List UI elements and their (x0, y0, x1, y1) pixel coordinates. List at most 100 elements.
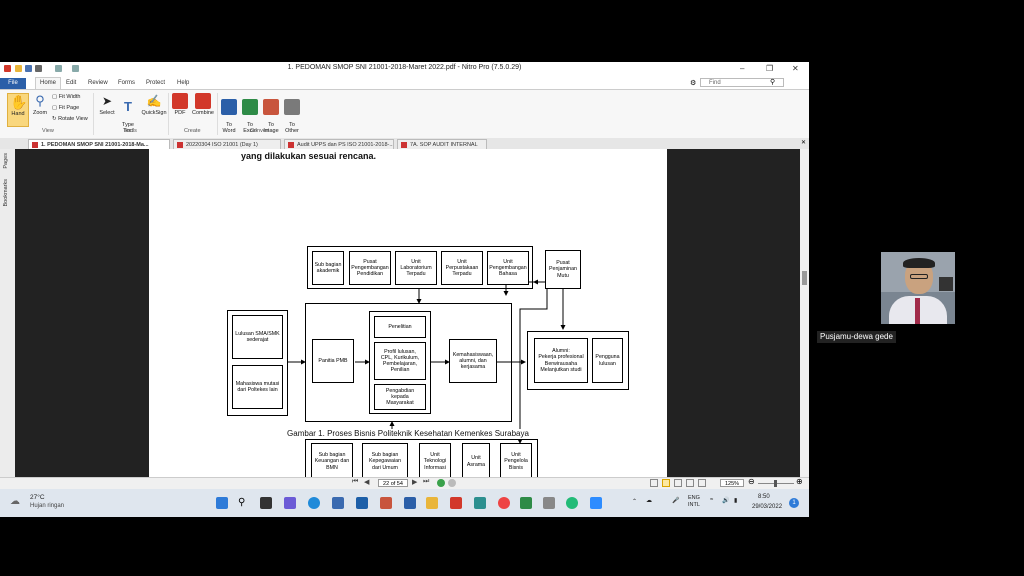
group-view-label: View (42, 128, 54, 134)
input-lulusan-sma: Lulusan SMA/SMK sederajat (232, 315, 283, 359)
zoom-button[interactable]: ⚲ Zoom (30, 93, 50, 116)
pengguna-lulusan: Pengguna lulusan (592, 338, 623, 383)
hand-label: Hand (11, 111, 25, 117)
excel-taskbar-icon[interactable] (520, 497, 532, 509)
find-options-icon[interactable]: ⚙ (690, 80, 697, 87)
app-icon[interactable] (566, 497, 578, 509)
select-button[interactable]: ➤ Select (97, 93, 117, 116)
quicksign-label: QuickSign (141, 110, 167, 116)
last-page-icon[interactable]: ⏭ (423, 478, 430, 485)
tab-iso-day1[interactable]: 20220304 ISO 21001 (Day 1) (173, 139, 281, 149)
search-icon[interactable]: ⚲ (770, 79, 776, 86)
edge-icon[interactable] (308, 497, 320, 509)
next-page-icon[interactable]: ▶ (412, 479, 418, 486)
language-indicator[interactable]: ENG INTL (688, 495, 700, 508)
fit-page-button[interactable]: ▢ Fit Page (52, 105, 80, 111)
open-icon[interactable] (15, 65, 22, 72)
chrome-icon[interactable] (498, 497, 510, 509)
combine-button[interactable]: Combine (191, 93, 215, 116)
cloud-icon[interactable]: ☁ (646, 498, 652, 504)
facing-view-icon[interactable] (674, 479, 682, 487)
quicksign-button[interactable]: ✍ QuickSign (140, 93, 168, 116)
menu-protect[interactable]: Protect (146, 80, 166, 86)
undo-icon[interactable] (55, 65, 62, 72)
clock-time[interactable]: 8:50 (758, 494, 770, 500)
hand-tool-button[interactable]: ✋ Hand (7, 93, 29, 127)
full-screen-icon[interactable] (698, 479, 706, 487)
battery-icon[interactable]: ▮ (734, 498, 738, 504)
app-icon[interactable] (543, 497, 555, 509)
save-icon[interactable] (25, 65, 32, 72)
app-icon[interactable] (450, 497, 462, 509)
continuous-view-icon[interactable] (662, 479, 670, 487)
group-tools-label: Tools (124, 128, 137, 134)
zoom-slider-handle[interactable] (774, 480, 777, 487)
minimize-icon[interactable]: – (740, 64, 745, 73)
play-icon[interactable] (437, 479, 445, 487)
stop-icon[interactable] (448, 479, 456, 487)
bookmarks-panel-tab[interactable]: Bookmarks (3, 179, 9, 207)
to-image-button[interactable]: To Image (261, 93, 281, 134)
menu-home[interactable]: Home (35, 77, 62, 89)
notification-badge[interactable]: 1 (789, 498, 799, 508)
facing-continuous-view-icon[interactable] (686, 479, 694, 487)
single-page-view-icon[interactable] (650, 479, 658, 487)
tab-pedoman[interactable]: 1. PEDOMAN SMOP SNI 21001-2018-Ma... (28, 139, 170, 149)
previous-page-icon[interactable]: ◀ (364, 479, 370, 486)
first-page-icon[interactable]: ⏮ (352, 478, 359, 485)
clock-date[interactable]: 29/03/2022 (752, 504, 783, 510)
page-number-input[interactable]: 22 of 54 (378, 479, 408, 487)
find-input[interactable]: Find (700, 78, 784, 87)
microphone-icon[interactable]: 🎤 (672, 498, 680, 504)
powerpoint-icon[interactable] (380, 497, 392, 509)
app-icon[interactable] (474, 497, 486, 509)
tray-overflow-icon[interactable]: ⌃ (632, 499, 638, 505)
word-taskbar-icon[interactable] (404, 497, 416, 509)
menu-file[interactable]: File (0, 78, 26, 89)
start-icon[interactable] (216, 497, 228, 509)
rotate-view-button[interactable]: ↻ Rotate View (52, 116, 88, 122)
image-icon (263, 99, 279, 115)
zoom-level-input[interactable]: 125% (720, 479, 744, 487)
unit-kepegawaian: Sub bagian Kepegawaian dari Umum (362, 443, 408, 477)
type-text-button[interactable]: T Type Text (118, 93, 138, 134)
search-taskbar-icon[interactable]: ⚲ (238, 497, 246, 508)
menu-review[interactable]: Review (88, 80, 108, 86)
zoom-app-icon[interactable] (590, 497, 602, 509)
weather-description[interactable]: Hujan ringan (30, 503, 65, 509)
zoom-out-icon[interactable]: ⊖ (748, 477, 755, 486)
wifi-icon[interactable]: ≈ (710, 497, 714, 503)
type-text-icon: T (124, 99, 132, 114)
pages-panel-tab[interactable]: Pages (3, 153, 9, 169)
task-view-icon[interactable] (260, 497, 272, 509)
file-explorer-icon[interactable] (426, 497, 438, 509)
participant-video[interactable] (881, 252, 955, 324)
ribbon-divider (93, 93, 94, 135)
menu-forms[interactable]: Forms (118, 80, 135, 86)
teams-chat-icon[interactable] (284, 497, 296, 509)
scrollbar-thumb[interactable] (802, 271, 807, 285)
document-viewport[interactable]: yang dilakukan sesuai rencana. (15, 149, 800, 477)
vertical-scrollbar[interactable] (800, 149, 809, 477)
outlook-icon[interactable] (356, 497, 368, 509)
unit-keuangan-bmn: Sub bagian Keuangan dan BMN (311, 443, 353, 477)
tab-sop-audit[interactable]: 7A. SOP AUDIT INTERNAL (397, 139, 487, 149)
to-other-button[interactable]: To Other (282, 93, 302, 134)
volume-icon[interactable]: 🔊 (722, 498, 730, 504)
to-word-button[interactable]: To Word (219, 93, 239, 134)
menu-help[interactable]: Help (177, 80, 190, 86)
zoom-in-icon[interactable]: ⊕ (796, 477, 803, 486)
restore-icon[interactable]: ❐ (766, 64, 774, 73)
mail-icon[interactable] (332, 497, 344, 509)
weather-temperature[interactable]: 27°C (30, 494, 45, 501)
to-excel-button[interactable]: To Excel (240, 93, 260, 134)
tab-audit-upps[interactable]: Audit UPPS dan PS ISO 21001-2018-... (284, 139, 394, 149)
close-tab-icon[interactable]: ✕ (801, 140, 807, 146)
close-icon[interactable]: ✕ (792, 64, 799, 73)
print-icon[interactable] (35, 65, 42, 72)
unit-laboratorium: Unit Laboratorium Terpadu (395, 251, 437, 285)
create-pdf-button[interactable]: PDF (170, 93, 190, 116)
fit-width-button[interactable]: ▢ Fit Width (52, 94, 81, 100)
redo-icon[interactable] (72, 65, 79, 72)
menu-edit[interactable]: Edit (66, 80, 77, 86)
